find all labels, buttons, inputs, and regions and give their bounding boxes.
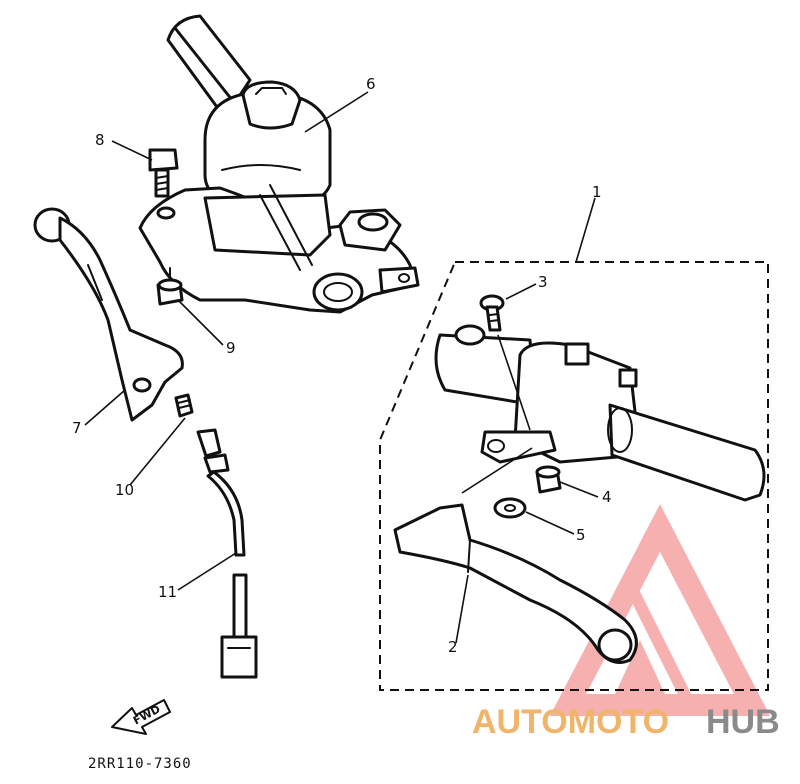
- adjuster-10: [174, 393, 194, 418]
- lever-2: [393, 503, 638, 664]
- watermark-brand-left: AUTOMOTO: [472, 703, 669, 741]
- throttle-housing: [203, 80, 332, 212]
- assembly-outline-1: [379, 261, 769, 691]
- housing-bracket: [138, 184, 420, 314]
- bolt-3: [479, 294, 531, 431]
- callout-2: 2: [448, 638, 458, 656]
- fwd-arrow-icon: [111, 699, 171, 735]
- callout-5: 5: [576, 526, 586, 544]
- lever-7: [33, 207, 184, 422]
- leader-lines: [84, 91, 599, 644]
- watermark-brand-right: HUB: [706, 703, 780, 741]
- figure-code: 2RR110-7360: [88, 756, 192, 772]
- callout-7: 7: [72, 419, 82, 437]
- callout-6: 6: [366, 75, 376, 93]
- callout-4: 4: [602, 488, 612, 506]
- nut-9: [156, 267, 184, 306]
- washer-5: [493, 497, 527, 519]
- callout-10: 10: [115, 481, 134, 499]
- callout-9: 9: [226, 339, 236, 357]
- callout-1: 1: [592, 183, 602, 201]
- nut-4: [535, 465, 562, 494]
- switch-cable-11: [196, 428, 258, 679]
- bolt-8: [148, 148, 179, 220]
- callout-11: 11: [158, 583, 177, 601]
- lever-holder: [434, 324, 766, 502]
- callout-3: 3: [538, 273, 548, 291]
- callout-8: 8: [95, 131, 105, 149]
